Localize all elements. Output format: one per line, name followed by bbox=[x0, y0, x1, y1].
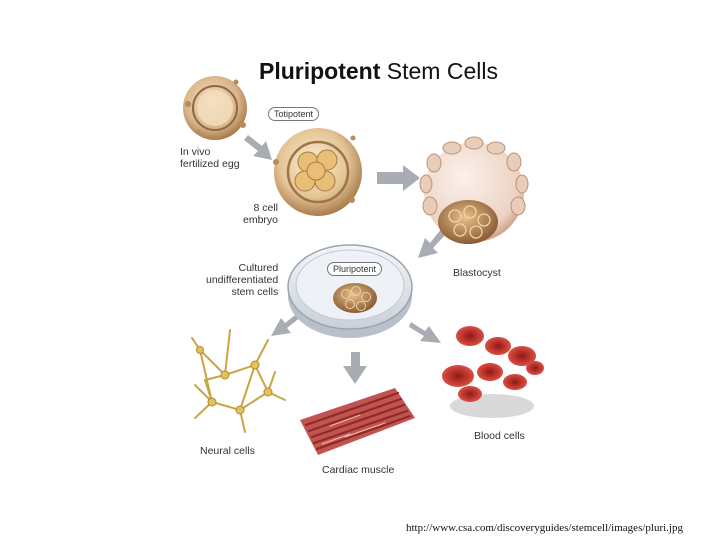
arrows bbox=[244, 135, 446, 384]
embryo-illustration bbox=[273, 128, 362, 216]
title-bold: Pluripotent bbox=[259, 58, 381, 84]
neural-cells-illustration bbox=[191, 329, 286, 433]
embryo-label: 8 cell embryo bbox=[243, 202, 279, 226]
totipotent-label: Totipotent bbox=[268, 107, 320, 121]
blood-cells-label: Blood cells bbox=[474, 430, 525, 442]
petri-dish-illustration bbox=[287, 244, 413, 338]
fertilized-egg-label: In vivo fertilized egg bbox=[180, 146, 240, 170]
cultured-stem-cells-label: Cultured undifferentiated stem cells bbox=[206, 262, 279, 298]
source-url: http://www.csa.com/discoveryguides/stemc… bbox=[406, 522, 683, 534]
fertilized-egg-illustration bbox=[183, 76, 247, 140]
arrow-dish-to-cardiac bbox=[343, 352, 367, 384]
diagram-title: Pluripotent Stem Cells bbox=[259, 58, 498, 85]
arrow-embryo-to-blastocyst bbox=[377, 165, 420, 191]
arrow-egg-to-embryo bbox=[244, 135, 272, 160]
cardiac-muscle-illustration bbox=[300, 388, 415, 455]
blastocyst-illustration bbox=[419, 136, 529, 244]
arrow-dish-to-neural bbox=[271, 312, 301, 336]
blastocyst-label: Blastocyst bbox=[453, 267, 501, 279]
arrow-dish-to-blood bbox=[409, 322, 441, 343]
arrow-blastocyst-to-dish bbox=[418, 228, 446, 258]
blood-cells-illustration bbox=[442, 326, 544, 418]
title-rest: Stem Cells bbox=[386, 58, 498, 84]
pluripotent-label: Pluripotent bbox=[327, 262, 383, 276]
neural-cells-label: Neural cells bbox=[200, 445, 255, 457]
cardiac-muscle-label: Cardiac muscle bbox=[322, 464, 395, 476]
